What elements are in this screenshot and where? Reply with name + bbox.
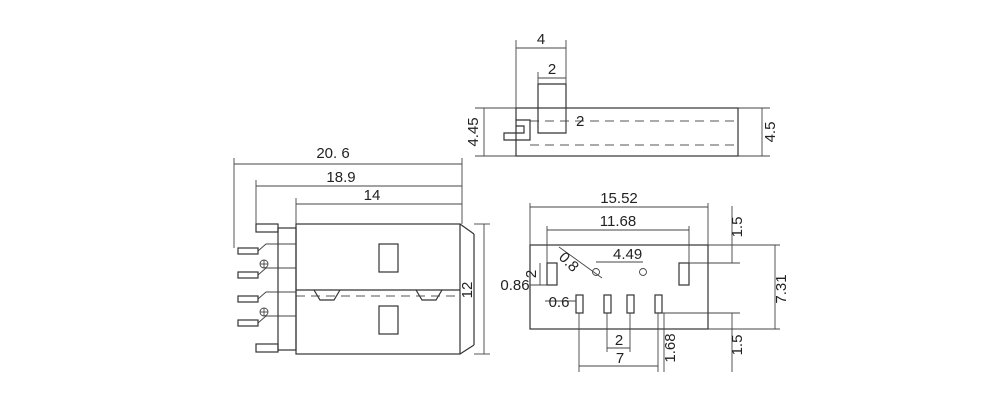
pad-right — [678, 262, 690, 286]
pin-row-label: 7 — [616, 350, 624, 367]
side-window-top — [378, 243, 399, 273]
pin-2 — [603, 294, 612, 314]
hole-dia-label: 0.8 — [555, 249, 582, 276]
pin-pitch-label: 2 — [615, 332, 623, 349]
overall-length-label: 20. 6 — [316, 145, 349, 162]
top-margin-label: 1.5 — [729, 217, 746, 238]
offset-left-label: 0.86 — [500, 277, 529, 294]
side-window-bottom — [378, 305, 399, 335]
side-shell — [295, 223, 461, 355]
footprint-outline — [529, 244, 709, 330]
top-notch-label: 2 — [576, 113, 584, 130]
top-width-label: 4 — [537, 31, 545, 48]
pad-left — [546, 262, 558, 286]
pin-width-label: 0.6 — [549, 294, 570, 311]
bottom-margin-label: 1.5 — [729, 335, 746, 356]
pin-4 — [654, 294, 663, 314]
top-view: 4 2 2 4.45 4.5 — [465, 31, 779, 157]
top-height-left-label: 4.45 — [465, 117, 482, 146]
overall-width-label: 15.52 — [600, 190, 638, 207]
pin-1 — [575, 294, 584, 314]
side-pins — [237, 223, 296, 353]
shell-length-label: 14 — [364, 187, 381, 204]
total-height-label: 7.31 — [773, 274, 790, 303]
small-height-label: 2 — [523, 270, 540, 278]
top-inner-width-label: 2 — [548, 61, 556, 78]
pin-span-label: 11.68 — [600, 213, 636, 230]
side-height-label: 12 — [459, 282, 476, 299]
hole-right — [639, 268, 647, 276]
side-view: 20. 6 18.9 14 12 — [233, 145, 490, 355]
top-view-body — [515, 107, 739, 157]
pin-3 — [626, 294, 635, 314]
top-height-right-label: 4.5 — [762, 122, 779, 143]
footprint-view: 0.8 4.49 15.52 11.68 0.86 2 0.6 2 7 1.6 — [500, 190, 790, 372]
body-length-label: 18.9 — [326, 169, 355, 186]
hole-left — [592, 268, 600, 276]
hole-spacing-label: 4.49 — [613, 246, 642, 263]
pin-depth-label: 1.68 — [662, 333, 679, 362]
top-view-notch — [537, 83, 567, 108]
